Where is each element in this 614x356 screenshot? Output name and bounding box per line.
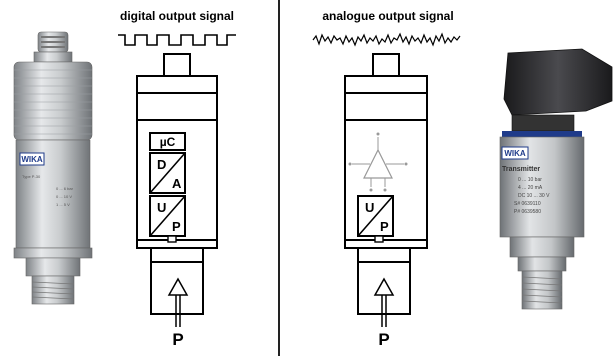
right-label-line-3: DC 10 ... 30 V [518,193,550,199]
left-label-line-3: 1 ... 5 V [56,202,70,207]
right-pressure-arrow [373,277,395,296]
left-top-connector [163,53,191,77]
right-up-converter-bottom-label: P [380,219,389,234]
right-label-line-2: 4 ... 20 mA [518,185,543,191]
left-label-line-1: 0 ... 6 bar [56,186,74,191]
da-converter-bottom-label: A [172,176,182,191]
right-label-line-5: P# 0639580 [514,209,541,215]
left-model-label: Type P-30 [22,174,41,179]
left-transmitter-photo: WIKA Type P-30 0 ... 6 bar 0 ... 10 V 1 … [13,31,93,305]
left-label-line-2: 0 ... 10 V [56,194,72,199]
left-brand-logo: WIKA [21,155,43,164]
digital-signal-waveform [118,34,236,46]
left-heading: digital output signal [120,9,234,23]
right-label-line-1: 0 ... 10 bar [518,177,542,183]
analogue-signal-waveform [312,32,461,47]
right-angle-connector [503,48,613,116]
right-label-line-4: S# 0639110 [514,201,541,207]
microcontroller-block [149,132,186,151]
right-top-connector [372,53,400,77]
right-up-converter-top-label: U [365,200,374,215]
right-sensor-nub [374,235,384,243]
left-pressure-label: P [172,330,183,349]
right-pressure-label: P [378,330,389,349]
right-label-title: Transmitter [502,166,540,173]
right-heading: analogue output signal [322,9,453,23]
amplifier-symbol [363,148,393,179]
microcontroller-label: µC [160,135,176,149]
right-brand-logo: WIKA [504,149,526,158]
left-sensor-nub [167,235,177,243]
left-up-converter-bottom-label: P [172,219,181,234]
left-up-converter-top-label: U [157,200,166,215]
da-converter-top-label: D [157,157,166,172]
right-transmitter-photo: WIKA Transmitter 0 ... 10 bar 4 ... 20 m… [499,48,613,310]
left-pressure-arrow [167,277,189,296]
